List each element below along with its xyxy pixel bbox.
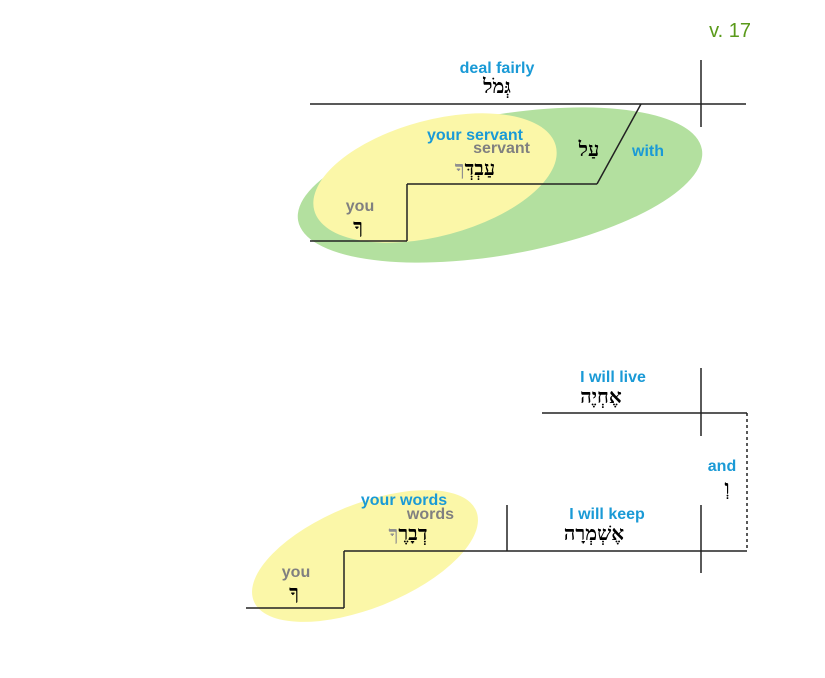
object-english: your servant bbox=[427, 127, 524, 144]
object-hebrew: עַבְדְּךָ bbox=[455, 156, 495, 180]
yellow-ellipse bbox=[313, 113, 557, 243]
object3-hebrew-suffix: ךָ bbox=[389, 521, 399, 545]
preposition-hebrew: עַל bbox=[578, 137, 600, 161]
possessor3-english: you bbox=[282, 564, 310, 581]
possessor-hebrew: ךָ bbox=[353, 214, 363, 238]
object3-english: your words bbox=[361, 492, 447, 509]
verb-english: deal fairly bbox=[460, 60, 535, 77]
clause1-lines bbox=[310, 60, 746, 242]
conjunction-hebrew: וְ bbox=[724, 475, 729, 499]
verb2-hebrew: אֶחְיֶה bbox=[580, 384, 622, 408]
object3-gloss: words bbox=[406, 506, 454, 523]
object3-hebrew-main: דְבָרֶ bbox=[398, 521, 427, 545]
possessor-english: you bbox=[346, 198, 374, 215]
conjunction-english: and bbox=[708, 458, 736, 475]
verb2-english: I will live bbox=[580, 369, 646, 386]
verb3-english: I will keep bbox=[569, 506, 645, 523]
verse-label: v. 17 bbox=[709, 20, 751, 42]
verb-hebrew: גְּמֹל bbox=[482, 74, 511, 98]
verb3-hebrew: אֶשְׁמְרָה bbox=[564, 521, 624, 545]
object-hebrew-main: עַבְדְּ bbox=[465, 156, 496, 180]
preposition-english: with bbox=[631, 143, 664, 160]
object-hebrew-suffix: ךָ bbox=[455, 156, 465, 180]
clause2-lines bbox=[246, 368, 748, 609]
object3-hebrew: דְבָרֶךָ bbox=[389, 521, 428, 545]
object-gloss: servant bbox=[473, 140, 531, 157]
possessor3-hebrew: ךָ bbox=[289, 580, 299, 604]
yellow-ellipse-2 bbox=[252, 490, 478, 622]
